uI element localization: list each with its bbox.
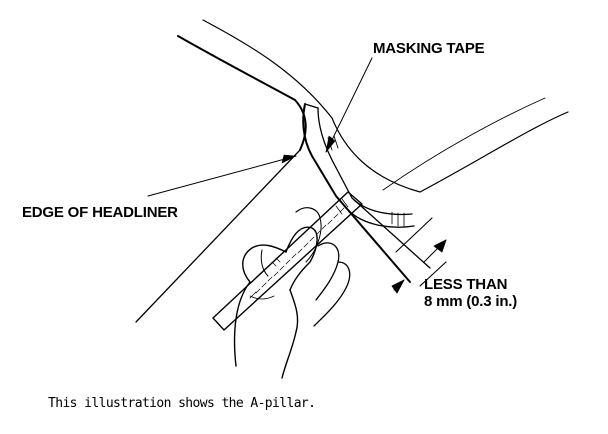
gap-measurement-label: LESS THAN 8 mm (0.3 in.): [424, 276, 517, 310]
gap-measurement-line1: LESS THAN: [424, 276, 508, 293]
ruler: [212, 191, 363, 331]
windshield-outline: [202, 19, 569, 193]
masking-tape-label: MASKING TAPE: [373, 40, 485, 57]
gap-measurement-line2: 8 mm (0.3 in.): [424, 293, 518, 310]
dimension-lines: [391, 217, 447, 294]
masking-tape: [327, 135, 415, 228]
a-pillar-trim: [302, 103, 431, 283]
hand: [233, 207, 351, 379]
figure-caption: This illustration shows the A-pillar.: [48, 396, 316, 411]
edge-of-headliner-label: EDGE OF HEADLINER: [22, 204, 178, 221]
headliner-edge: [135, 35, 307, 323]
leader-lines: [147, 57, 373, 197]
